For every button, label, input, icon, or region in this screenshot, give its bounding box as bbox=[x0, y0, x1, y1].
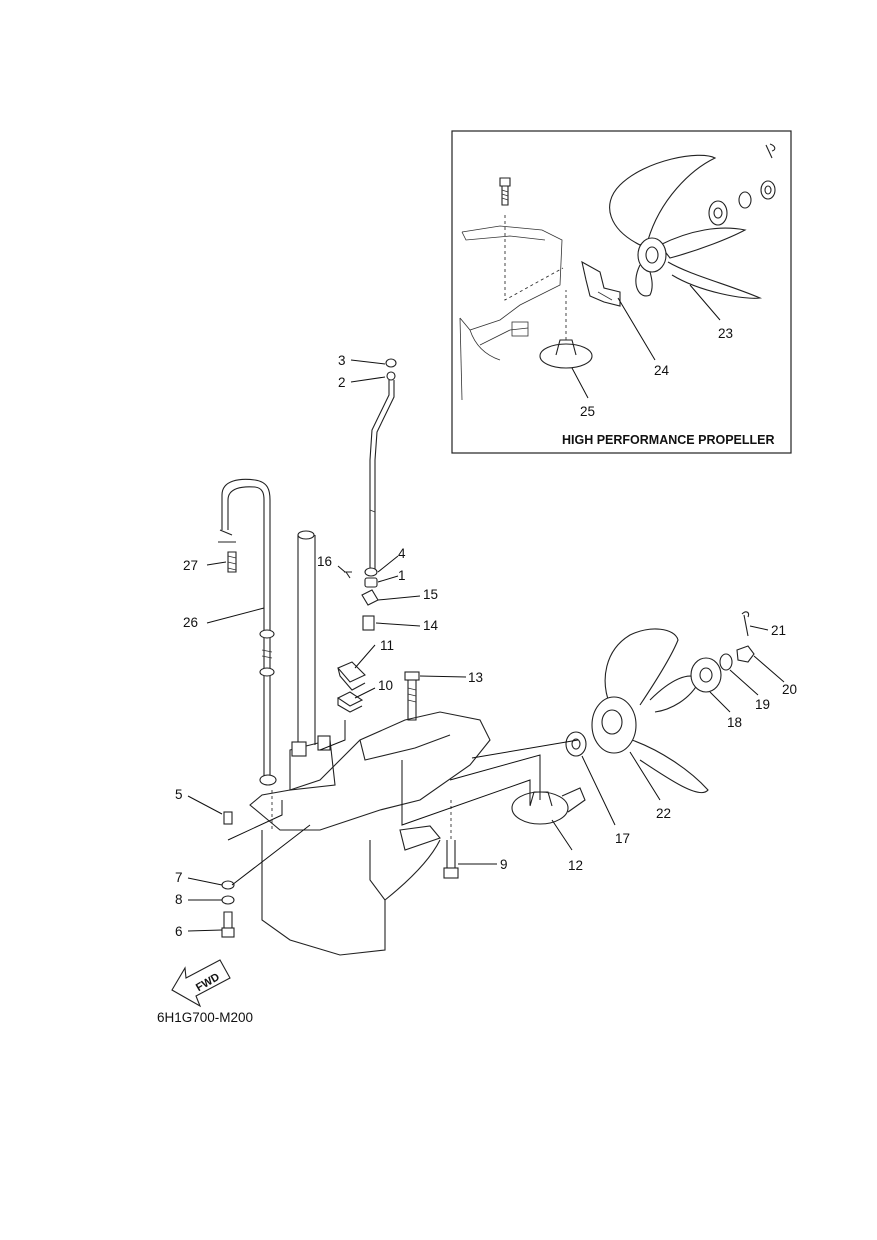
callout-2: 2 bbox=[338, 375, 346, 390]
callout-8: 8 bbox=[175, 892, 183, 907]
callout-21: 21 bbox=[771, 623, 786, 638]
callout-12: 12 bbox=[568, 858, 583, 873]
plate-cover-illustration bbox=[319, 661, 366, 751]
callout-11: 11 bbox=[380, 638, 394, 653]
inset-gearcase-illustration bbox=[459, 215, 564, 401]
callout-25: 25 bbox=[580, 404, 595, 419]
fwd-arrow: FWD bbox=[171, 959, 231, 1008]
callout-13: 13 bbox=[468, 670, 483, 685]
thrust-washer-illustration bbox=[565, 731, 587, 757]
callout-1: 1 bbox=[398, 568, 406, 583]
connection-lines bbox=[227, 739, 579, 886]
lower-casing-illustration bbox=[249, 711, 491, 956]
small-hardware-illustration bbox=[221, 811, 235, 938]
inset-thrust-holder-illustration bbox=[581, 260, 621, 307]
inset-bolt-illustration bbox=[499, 177, 511, 206]
bolt-13-illustration bbox=[404, 671, 420, 721]
shift-rod-illustration bbox=[369, 358, 397, 575]
callout-7: 7 bbox=[175, 870, 183, 885]
propeller-illustration bbox=[591, 628, 709, 794]
anode-12-illustration bbox=[511, 787, 586, 825]
callout-6: 6 bbox=[175, 924, 183, 939]
inset-anode-illustration bbox=[539, 290, 593, 369]
callout-15: 15 bbox=[423, 587, 438, 602]
fwd-label: FWD bbox=[194, 971, 222, 994]
inset-hardware-illustration bbox=[708, 143, 776, 226]
callouts: 3 2 4 1 15 14 16 11 10 13 27 26 5 7 8 6 … bbox=[175, 326, 797, 939]
callout-26: 26 bbox=[183, 615, 198, 630]
shift-rod-hardware-illustration bbox=[344, 567, 379, 631]
callout-14: 14 bbox=[423, 618, 439, 633]
callout-9: 9 bbox=[500, 857, 508, 872]
callout-23: 23 bbox=[718, 326, 733, 341]
callout-4: 4 bbox=[398, 546, 406, 561]
callout-18: 18 bbox=[727, 715, 742, 730]
callout-24: 24 bbox=[654, 363, 670, 378]
diagram-code: 6H1G700-M200 bbox=[157, 1010, 253, 1025]
callout-27: 27 bbox=[183, 558, 198, 573]
propeller-hardware-illustration bbox=[690, 611, 755, 693]
callout-5: 5 bbox=[175, 787, 183, 802]
callout-20: 20 bbox=[782, 682, 797, 697]
callout-22: 22 bbox=[656, 806, 671, 821]
bolt-9-illustration bbox=[443, 800, 459, 879]
callout-17: 17 bbox=[615, 831, 630, 846]
inset-title: HIGH PERFORMANCE PROPELLER bbox=[562, 433, 775, 447]
callout-19: 19 bbox=[755, 697, 770, 712]
water-tube-illustration bbox=[218, 478, 277, 786]
inset-panel bbox=[451, 130, 792, 454]
callout-16: 16 bbox=[317, 554, 332, 569]
drive-shaft-illustration bbox=[297, 530, 316, 745]
inset-propeller-illustration bbox=[609, 154, 763, 299]
callout-3: 3 bbox=[338, 353, 346, 368]
callout-10: 10 bbox=[378, 678, 393, 693]
